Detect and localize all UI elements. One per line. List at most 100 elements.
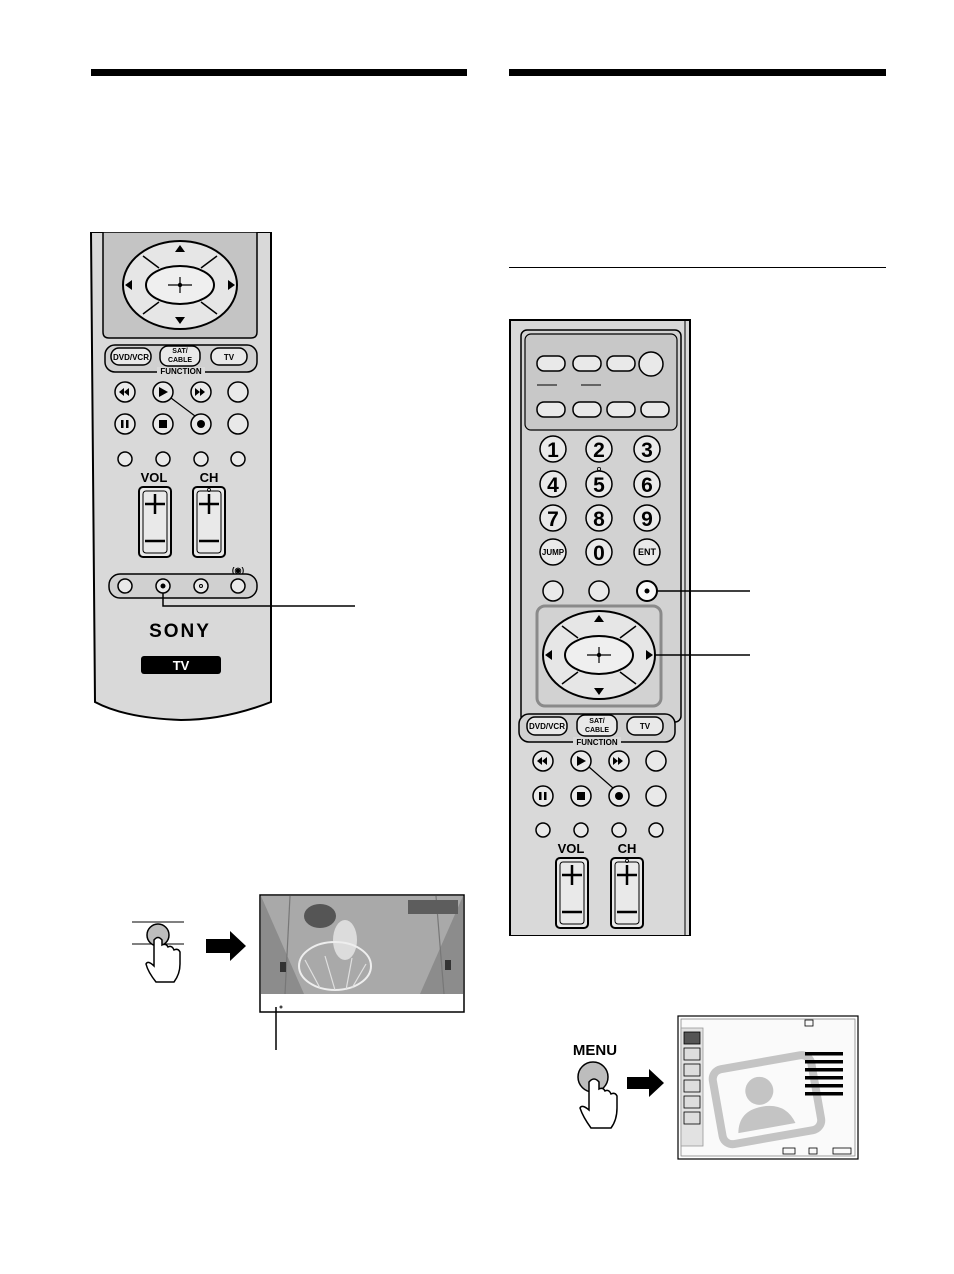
menu-parent-icon (683, 1095, 701, 1109)
tv-screen-image (259, 894, 465, 1013)
right-top-button-4[interactable] (536, 401, 566, 418)
left-remote-illustration: DVD/VCR SAT/ CABLE TV FUNCTION (89, 232, 355, 722)
right-column-rule (509, 69, 886, 76)
svg-text:1: 1 (547, 439, 559, 462)
left-vol-label: VOL (141, 470, 168, 485)
right-blank-button-2[interactable] (645, 785, 667, 807)
svg-text:TV: TV (640, 722, 651, 731)
right-top-button-6[interactable] (606, 401, 636, 418)
right-ffwd-button[interactable] (608, 750, 630, 772)
svg-text:2: 2 (593, 439, 605, 462)
right-top-button-7[interactable] (640, 401, 670, 418)
menu-option-bars (805, 1052, 843, 1096)
left-small-button-2[interactable] (155, 451, 171, 467)
key-1[interactable] (539, 435, 567, 463)
right-top-button-2[interactable] (572, 355, 602, 372)
left-small-button-4[interactable] (230, 451, 246, 467)
left-ch-label: CH (200, 470, 219, 485)
right-small-button-4[interactable] (648, 822, 664, 838)
key-0[interactable] (585, 538, 613, 566)
svg-text:9: 9 (641, 508, 653, 531)
right-small-button-2[interactable] (573, 822, 589, 838)
key-4[interactable] (539, 470, 567, 498)
right-ch-label: CH (618, 841, 637, 856)
menu-picture-icon (683, 1031, 701, 1045)
svg-text:SAT/: SAT/ (589, 718, 604, 725)
right-round-button-2[interactable] (588, 580, 610, 602)
right-blank-button-1[interactable] (645, 750, 667, 772)
key-6[interactable] (633, 470, 661, 498)
right-top-button-3[interactable] (606, 355, 636, 372)
right-pause-button[interactable] (532, 785, 554, 807)
menu-screen-icon (683, 1063, 701, 1077)
key-2[interactable] (585, 435, 613, 463)
move-icon (808, 1147, 818, 1155)
svg-text:JUMP: JUMP (542, 548, 565, 557)
left-small-button-3[interactable] (193, 451, 209, 467)
right-rewind-button[interactable] (532, 750, 554, 772)
svg-text:4: 4 (547, 474, 559, 497)
left-target-button[interactable] (155, 578, 171, 594)
left-play-button[interactable] (152, 381, 174, 403)
key-9[interactable] (633, 504, 661, 532)
right-section-divider (509, 267, 886, 268)
left-bottom-button-1[interactable] (117, 578, 133, 594)
menu-setup-icon (683, 1111, 701, 1125)
right-ch-rocker[interactable] (610, 857, 644, 929)
svg-text:6: 6 (641, 474, 653, 497)
right-dpad[interactable] (542, 610, 656, 700)
left-brand-logo: SONY (149, 621, 211, 642)
left-ffwd-button[interactable] (190, 381, 212, 403)
right-round-button-1[interactable] (542, 580, 564, 602)
key-7[interactable] (539, 504, 567, 532)
left-dpad[interactable] (122, 240, 238, 330)
right-vol-label: VOL (558, 841, 585, 856)
right-top-button-5[interactable] (572, 401, 602, 418)
left-function-tv-button[interactable]: TV (210, 347, 248, 366)
svg-text:(◉): (◉) (232, 566, 245, 575)
menu-button-label: MENU (573, 1042, 617, 1059)
left-column-rule (91, 69, 467, 76)
svg-text:5: 5 (593, 474, 605, 497)
left-vol-rocker[interactable] (138, 486, 172, 558)
menu-sound-icon (683, 1047, 701, 1061)
left-function-sat-button[interactable]: SAT/ CABLE (159, 345, 201, 367)
menu-footer-icons (782, 1147, 852, 1155)
left-ch-rocker[interactable] (192, 486, 226, 558)
left-small-button-1[interactable] (117, 451, 133, 467)
right-record-button[interactable] (608, 785, 630, 807)
left-function-dvd-button[interactable]: DVD/VCR (110, 347, 152, 366)
right-small-button-3[interactable] (611, 822, 627, 838)
key-3[interactable] (633, 435, 661, 463)
left-pause-button[interactable] (114, 413, 136, 435)
right-stop-button[interactable] (570, 785, 592, 807)
right-function-tv-button[interactable]: TV (626, 716, 664, 736)
left-record-button[interactable] (190, 413, 212, 435)
svg-text:CABLE: CABLE (168, 357, 192, 364)
key-8[interactable] (585, 504, 613, 532)
right-small-button-1[interactable] (535, 822, 551, 838)
right-top-button-1[interactable] (536, 355, 566, 372)
left-rewind-button[interactable] (114, 381, 136, 403)
left-bottom-button-3[interactable] (193, 578, 209, 594)
key-jump[interactable] (539, 538, 567, 566)
svg-text:DVD/VCR: DVD/VCR (529, 722, 565, 731)
right-target-button[interactable] (636, 580, 658, 602)
right-vol-rocker[interactable] (555, 857, 589, 929)
key-ent[interactable] (633, 538, 661, 566)
right-remote-illustration: 1 2 3 4 5 6 7 8 9 JUMP 0 ENT (509, 319, 750, 936)
left-stop-button[interactable] (152, 413, 174, 435)
left-bottom-button-4[interactable] (230, 578, 246, 594)
screen-indicator-icon (804, 1019, 814, 1027)
menu-icon (832, 1147, 852, 1155)
right-function-sat-button[interactable]: SAT/ CABLE (576, 714, 618, 737)
left-tv-badge: TV (173, 658, 190, 673)
right-play-button[interactable] (570, 750, 592, 772)
svg-text:7: 7 (547, 508, 559, 531)
left-press-illustration (132, 894, 465, 1050)
right-function-dvd-button[interactable]: DVD/VCR (526, 716, 568, 736)
left-blank-button-2[interactable] (227, 413, 249, 435)
right-power-button[interactable] (638, 351, 664, 377)
svg-text:CABLE: CABLE (585, 727, 609, 734)
left-blank-button-1[interactable] (227, 381, 249, 403)
